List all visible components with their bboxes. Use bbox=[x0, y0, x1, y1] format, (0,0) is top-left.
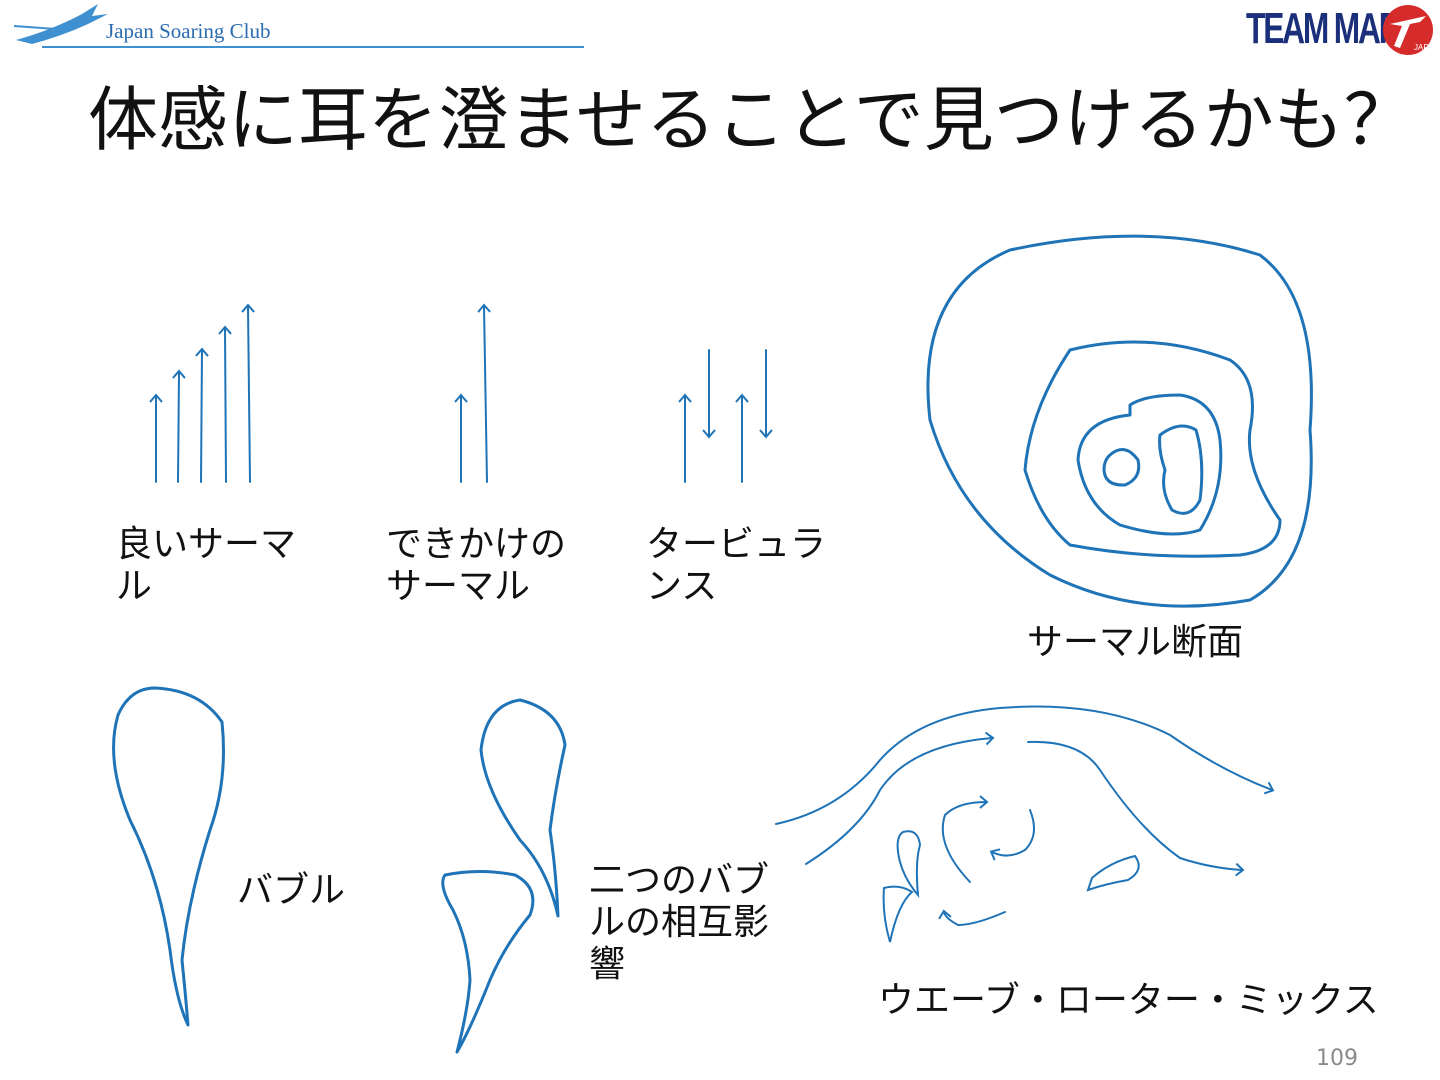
label-turbulence: タービュラ ンス bbox=[646, 524, 826, 608]
label-bubble-interaction: 二つのバブ ルの相互影 響 bbox=[589, 860, 769, 986]
label-good-thermal-line1: 良いサーマ bbox=[116, 524, 297, 565]
label-bubble-interaction-line2: ルの相互影 bbox=[589, 902, 770, 943]
page-number: 109 bbox=[1316, 1046, 1358, 1071]
label-turbulence-line1: タービュラ bbox=[646, 524, 827, 565]
label-good-thermal-line2: ル bbox=[116, 566, 153, 607]
label-forming-thermal-line1: できかけの bbox=[386, 524, 567, 565]
label-turbulence-line2: ンス bbox=[646, 566, 718, 607]
slide-title: 体感に耳を澄ませることで見つけるかも？ bbox=[88, 79, 1414, 161]
svg-text:JAPAN: JAPAN bbox=[1414, 43, 1436, 52]
lower-bubble-shape bbox=[441, 870, 535, 1054]
label-bubble-interaction-line1: 二つのバブ bbox=[589, 860, 770, 901]
glider-icon bbox=[13, 4, 108, 44]
label-forming-thermal: できかけの サーマル bbox=[386, 524, 566, 608]
label-good-thermal: 良いサーマ ル bbox=[116, 524, 296, 608]
team-maru-emblem-icon: JAPAN bbox=[1383, 5, 1436, 55]
label-wave-rotor-mix: ウエーブ・ローター・ミックス bbox=[878, 980, 1379, 1021]
wave-rotor-flow bbox=[775, 705, 1275, 943]
label-bubble: バブル bbox=[237, 870, 346, 911]
logo-underline bbox=[42, 46, 584, 48]
upper-bubble-shape bbox=[479, 698, 567, 918]
thermal-section-contours bbox=[926, 234, 1313, 608]
good-thermal-arrows bbox=[149, 303, 255, 483]
label-forming-thermal-line2: サーマル bbox=[386, 566, 531, 607]
label-bubble-interaction-line3: 響 bbox=[589, 944, 626, 985]
team-maru-logo: TEAM MARU JAPAN bbox=[1246, 2, 1438, 58]
turbulence-arrows bbox=[678, 349, 773, 483]
label-thermal-section: サーマル断面 bbox=[1027, 622, 1244, 663]
bubble-shape bbox=[112, 686, 225, 1027]
japan-soaring-club-logo: Japan Soaring Club bbox=[12, 0, 584, 60]
logo-left-text: Japan Soaring Club bbox=[106, 19, 271, 43]
forming-thermal-arrows bbox=[454, 303, 491, 483]
